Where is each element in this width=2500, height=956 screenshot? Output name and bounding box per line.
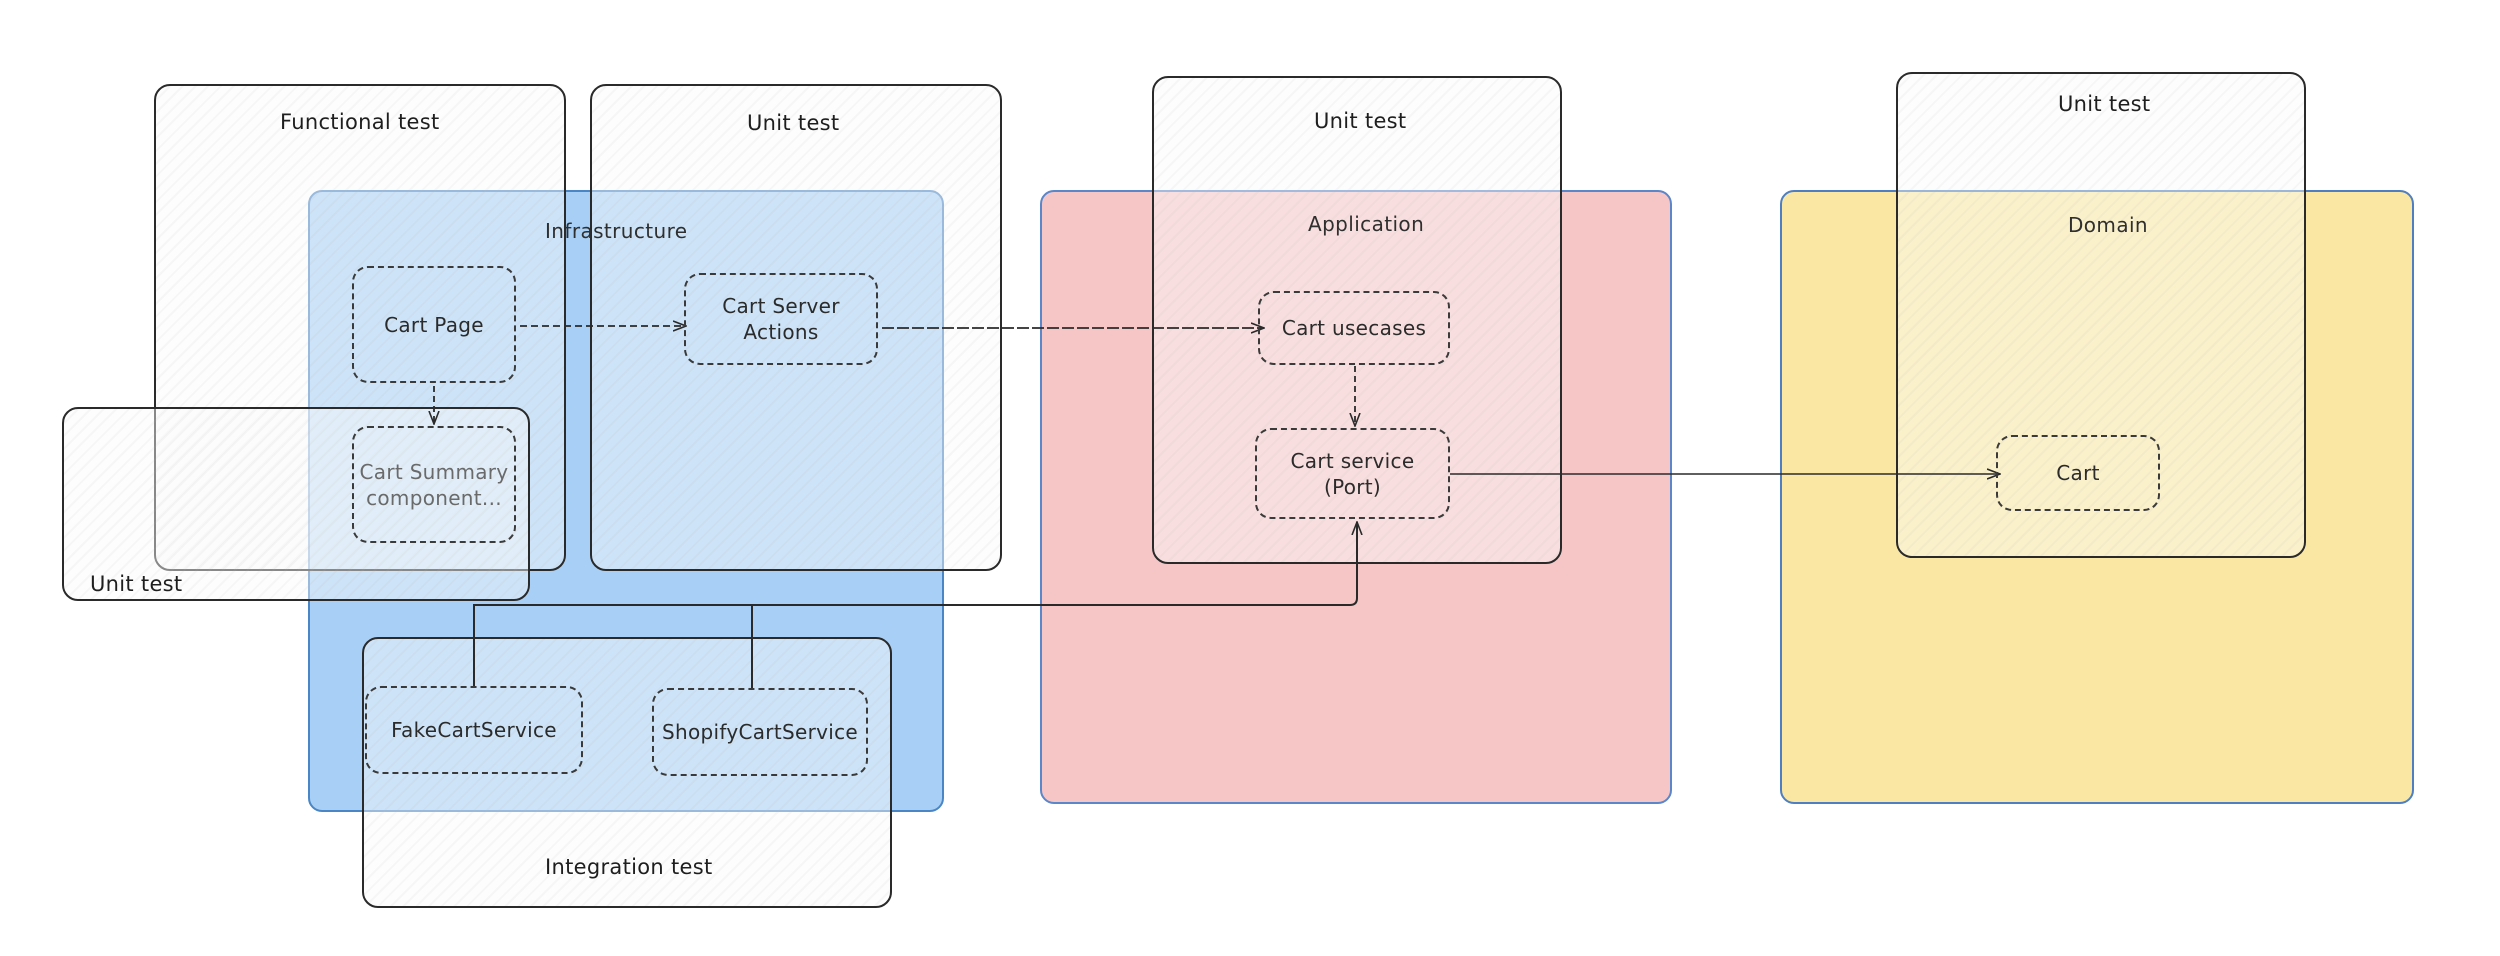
functional-test-label: Functional test xyxy=(280,110,440,134)
cart-service-line2: (Port) xyxy=(1323,474,1382,499)
domain-label: Domain xyxy=(2068,213,2149,237)
cart-page-node[interactable]: Cart Page xyxy=(352,266,516,383)
functional-test-box xyxy=(154,84,566,571)
unit-test-domain-label: Unit test xyxy=(2058,92,2151,116)
cart-server-actions-node[interactable]: Cart Server Actions xyxy=(684,273,878,365)
domain-layer xyxy=(1780,190,2414,804)
cart-usecases-label: Cart usecases xyxy=(1281,316,1427,340)
cart-summary-line1: Cart Summary xyxy=(359,459,509,484)
edge-fake-to-service xyxy=(473,522,1357,688)
cart-summary-node[interactable]: Cart Summary component... xyxy=(352,426,516,543)
cart-summary-line2: component... xyxy=(366,485,502,510)
cart-service-node[interactable]: Cart service (Port) xyxy=(1255,428,1450,519)
unit-test-application-box xyxy=(1152,76,1562,564)
unit-test-component-box xyxy=(62,407,530,601)
shopify-cart-service-label: ShopifyCartService xyxy=(662,720,858,744)
infrastructure-layer xyxy=(308,190,944,812)
unit-test-application-label: Unit test xyxy=(1314,109,1407,133)
cart-usecases-node[interactable]: Cart usecases xyxy=(1258,291,1450,365)
fake-cart-service-label: FakeCartService xyxy=(391,718,557,742)
cart-page-label: Cart Page xyxy=(384,312,484,337)
integration-test-box xyxy=(362,637,892,908)
unit-test-server-actions-label: Unit test xyxy=(747,111,840,135)
unit-test-domain-box xyxy=(1896,72,2306,558)
fake-cart-service-node[interactable]: FakeCartService xyxy=(365,686,583,774)
infrastructure-label: Infrastructure xyxy=(545,219,688,243)
shopify-cart-service-node[interactable]: ShopifyCartService xyxy=(652,688,868,776)
cart-label: Cart xyxy=(2056,461,2100,485)
cart-server-actions-line2: Actions xyxy=(743,320,819,344)
application-label: Application xyxy=(1308,212,1425,236)
cart-node[interactable]: Cart xyxy=(1996,435,2160,511)
cart-server-actions-line1: Cart Server xyxy=(722,294,840,318)
cart-service-line1: Cart service xyxy=(1290,448,1415,473)
integration-test-label: Integration test xyxy=(545,855,713,879)
unit-test-component-label: Unit test xyxy=(90,572,183,596)
